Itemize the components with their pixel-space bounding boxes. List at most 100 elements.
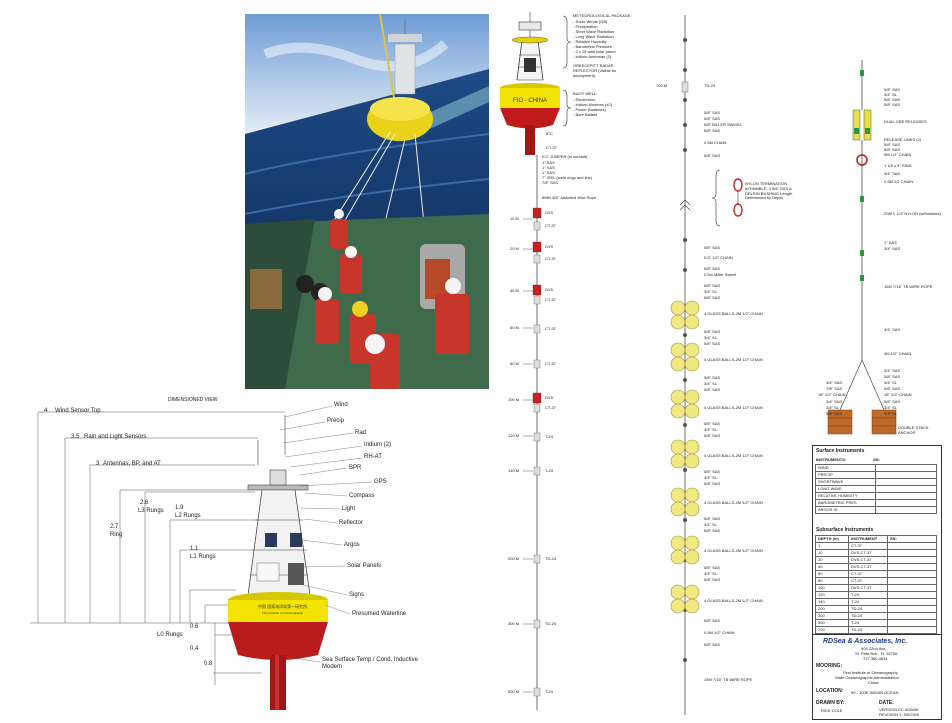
mid-label-38: 5/8" SAS <box>704 577 721 582</box>
buoy-well-header: BUOY WELL: <box>573 91 598 96</box>
callout-rh-at: RH-AT <box>364 454 382 460</box>
anchor-label-31: 5/8" SAS <box>826 411 843 416</box>
subsurface-instrument: DVS-CT-37 <box>848 584 888 592</box>
callout-iridium: Iridium (2) <box>364 442 392 448</box>
subsurface-instrument: TD-24 <box>848 612 888 620</box>
mid-label-19: 4 GLASS BALLS-2M 1/2" CHAIN <box>704 357 763 362</box>
mid-label-13: 3/4" SL <box>704 289 717 294</box>
dimensioned-view-title: DIMENSIONED VIEW <box>168 397 218 403</box>
height-value-bottom: 0.8 <box>204 661 213 667</box>
mid-label-33: 3/4" SL <box>704 522 717 527</box>
instr-dvs-10: DVS <box>545 210 554 215</box>
height-label-l0: L0 Rungs <box>157 632 183 638</box>
company-addr-3: 727.360.4634 <box>863 656 888 661</box>
table-row: PRECIP <box>815 471 937 479</box>
height-label-antennas: Antennas, BP, and AT <box>103 461 161 467</box>
surface-row-6: BAROMETRIC PRES <box>815 499 876 507</box>
callout-wind: Wind <box>334 402 348 408</box>
anchor-label-29: 5/8" SAS <box>884 399 901 404</box>
anchor-label-17: 3/4" SAS <box>884 327 901 332</box>
mid-label-39: 4 GLASS BALLS-2M 1/2" CHAIN <box>704 598 763 603</box>
mid-label-35: 4 GLASS BALLS-2M 1/2" CHAIN <box>704 548 763 553</box>
subsurface-depth: 200 <box>815 605 849 613</box>
subsurface-depth: 40 <box>815 563 849 571</box>
subsurface-instrument: DVS-CT-37 <box>848 563 888 571</box>
photo-buoy <box>367 19 433 141</box>
subsurface-instrument: DVS-CT-37 <box>848 549 888 557</box>
mid-label-14: 5/8" SAS <box>704 295 721 300</box>
height-label-ring: Ring <box>110 532 123 538</box>
table-row: RELATIVE HUMIDITY <box>815 492 937 500</box>
mooring-value-2: State Oceanographic Administration <box>835 675 899 680</box>
depth-80: 80 M <box>510 361 519 366</box>
date-value-1: VERSION 01: 4/28/08 <box>879 707 919 712</box>
depth-40: 40 M <box>510 288 519 293</box>
anchor-label-19: 3/4" SAS <box>884 368 901 373</box>
subsurface-instrument: TD-24 <box>848 626 888 634</box>
surface-table: WIND PRECIP SHORTWAVE LONG WAVE RELATIVE… <box>815 464 937 514</box>
mid-label-31: 4 GLASS BALLS-2M 1/2" CHAIN <box>704 500 763 505</box>
callout-light: Light <box>342 506 356 512</box>
depth-140: 140 M <box>508 468 520 473</box>
mid-label-24: 5/8" SAS <box>704 421 721 426</box>
anchor-label-33: DOUBLE STACK ANCHOR <box>898 425 929 435</box>
upper-label-2: CT-37 <box>546 145 557 150</box>
upper-label-3: ICC JUMPER (in conduit) <box>542 154 588 159</box>
mid-label-43: 15M 7/16" TB WIRE ROPE <box>704 677 753 682</box>
mid-label-16: 5/8" SAS <box>704 329 721 334</box>
subsurface-instrument: CT-37 <box>848 542 888 550</box>
mid-label-10: 5/8" SAS <box>704 266 721 271</box>
buoy-well-item-3: - Power (batteries) <box>573 107 606 112</box>
callout-signs: Signs <box>349 592 365 598</box>
met-item-3: - Short Wave Radiation <box>573 29 615 34</box>
anchor-label-12: 0.5M 1/2 CHAIN <box>884 179 914 184</box>
instr-t-140: T-24 <box>545 468 554 473</box>
deployment-photo-drawing <box>245 14 489 389</box>
mid-label-34: 5/8" SAS <box>704 528 721 533</box>
hull-text: 中国 国家海洋局第一研究所 <box>258 603 307 609</box>
table-row: SHORTWAVE <box>815 478 937 486</box>
mid-label-41: 0.5M 1/2" CHAIN <box>704 630 735 635</box>
company-addr-2: St. Pete Bch., FL 33706 <box>855 651 898 656</box>
mid-label-20: 5/8" SAS <box>704 375 721 380</box>
height-value-l2: 1.9 <box>175 505 184 511</box>
subsurface-depth: 300 <box>815 612 849 620</box>
mid-label-26: 5/8" SAS <box>704 433 721 438</box>
subsurface-depth: 100 <box>815 584 849 592</box>
surface-col-sn: SN: <box>873 457 880 462</box>
dimensioned-view-drawing: 中国 国家海洋局第一研究所 First Institute of Oceanog… <box>30 405 373 710</box>
subsurface-depth: 1 <box>815 542 849 550</box>
table-row: ARGOS ID <box>815 506 937 514</box>
depth-120: 120 M <box>508 433 520 438</box>
mid-label-40: 5/8" SAS <box>704 618 721 623</box>
location-label: LOCATION: <box>816 688 844 694</box>
upper-label-7: 7" ISEL (weld rings and link) <box>542 175 592 180</box>
surface-col-instruments: INSTRUMENTS: <box>816 457 847 462</box>
surface-row-3: SHORTWAVE <box>815 478 876 486</box>
subsurface-instrument: T-24 <box>848 598 888 606</box>
anchor-label-8: 5/8" SAS <box>884 147 901 152</box>
height-value-ring: 2.7 <box>110 524 119 530</box>
instr-dvs-40: DVS <box>545 287 554 292</box>
height-value-l3: 2.6 <box>140 500 149 506</box>
instr-dvs-20: DVS <box>545 244 554 249</box>
mid-label-2: 5/8" SAS <box>704 116 721 121</box>
anchor-label-10: 1 1/8 x 5" RING <box>884 163 912 168</box>
upper-label-5: 1" SAS <box>542 165 555 170</box>
anchor-label-7: 5/8" SAS <box>884 142 901 147</box>
met-item-8: - Iridium Antennas (2) <box>573 54 612 59</box>
anchor-label-2: 3/4" SL <box>884 92 897 97</box>
anchor-label-22: 5/8" SAS <box>884 386 901 391</box>
anchor-label-18: 4M 1/2" CHAIN <box>884 351 912 356</box>
hull-subtext: First Institute of Oceanography <box>262 611 304 615</box>
mid-label-27: 4 GLASS BALLS-2M 1/2" CHAIN <box>704 453 763 458</box>
height-label-rain: Rain and Light Sensors <box>84 434 147 440</box>
mid-label-21: 3/4" SL <box>704 381 717 386</box>
anchor-label-9: 9M 1/2" CHAIN <box>884 152 912 157</box>
